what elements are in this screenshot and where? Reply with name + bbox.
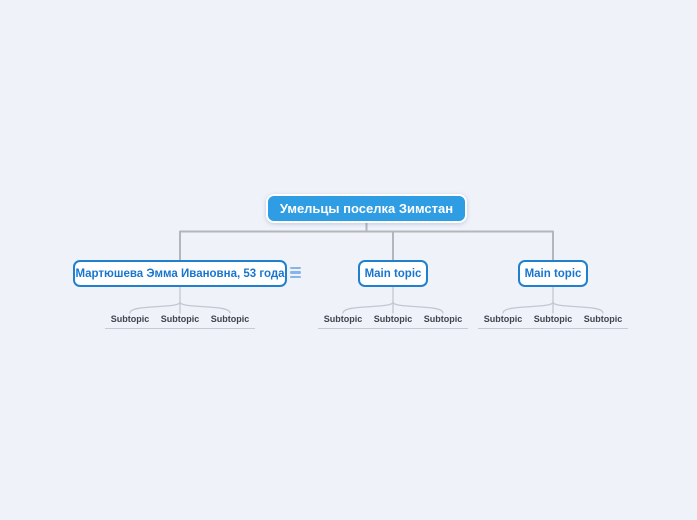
hamburger-bar xyxy=(290,275,301,278)
subtopic-node[interactable]: Subtopic xyxy=(105,312,155,329)
subtopic-node[interactable]: Subtopic xyxy=(478,312,528,329)
subtopic-node[interactable]: Subtopic xyxy=(318,312,368,329)
hamburger-bar xyxy=(290,267,301,270)
hamburger-bar xyxy=(290,271,301,274)
main-topic-node-3[interactable]: Main topic xyxy=(518,260,588,287)
hamburger-menu-icon[interactable] xyxy=(290,266,302,279)
subtopic-node[interactable]: Subtopic xyxy=(578,312,628,329)
subtopic-node[interactable]: Subtopic xyxy=(418,312,468,329)
subtopic-node[interactable]: Subtopic xyxy=(205,312,255,329)
subtopic-node[interactable]: Subtopic xyxy=(368,312,418,329)
main-topic-node-1[interactable]: Мартюшева Эмма Ивановна, 53 года xyxy=(73,260,287,287)
subtopic-node[interactable]: Subtopic xyxy=(155,312,205,329)
main-topic-node-2[interactable]: Main topic xyxy=(358,260,428,287)
root-topic-node[interactable]: Умельцы поселка Зимстан xyxy=(266,194,467,223)
subtopic-node[interactable]: Subtopic xyxy=(528,312,578,329)
